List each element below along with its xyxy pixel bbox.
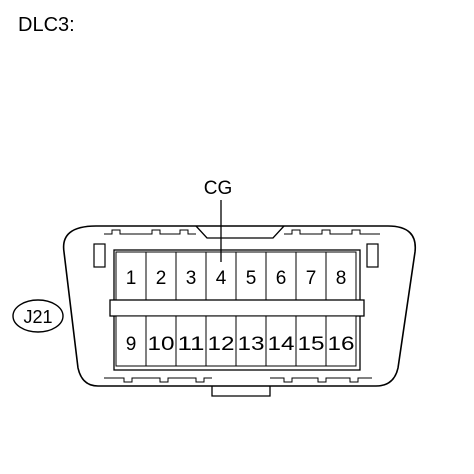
connector-id-label: J21 <box>23 307 52 327</box>
top-serration <box>104 229 380 235</box>
pin-label-15: 15 <box>298 334 325 355</box>
pin-cell-11 <box>175 315 207 367</box>
pin-label-13: 13 <box>238 334 265 355</box>
pin-cell-14 <box>265 315 297 367</box>
pin-label-9: 9 <box>126 334 137 355</box>
pin-cell-16 <box>325 315 357 367</box>
pin-cell-12 <box>205 315 237 367</box>
connector-id-bubble <box>12 299 64 333</box>
left-latch-slot <box>93 243 106 268</box>
pin-label-10: 10 <box>148 334 175 355</box>
bottom-key-tab <box>211 386 271 397</box>
pin-cell-3 <box>175 251 207 301</box>
pin-cell-9 <box>115 315 147 367</box>
pin-label-2: 2 <box>156 268 167 289</box>
pin-row-bottom <box>115 315 357 367</box>
pin-cell-6 <box>265 251 297 301</box>
right-latch-slot <box>366 243 379 268</box>
pin-label-16: 16 <box>328 334 355 355</box>
pin-label-6: 6 <box>276 268 287 289</box>
diagram-title: DLC3: <box>18 14 75 36</box>
pin-label-14: 14 <box>268 334 296 355</box>
pin-label-4: 4 <box>216 268 227 289</box>
pin-label-12: 12 <box>208 334 235 355</box>
callout-label: CG <box>204 178 233 199</box>
pin-label-3: 3 <box>186 268 197 289</box>
top-key-notch <box>195 225 285 239</box>
pin-label-8: 8 <box>336 268 347 289</box>
pin-label-5: 5 <box>246 268 257 289</box>
pin-label-7: 7 <box>306 268 317 289</box>
pin-cell-13 <box>235 315 267 367</box>
pin-label-1: 1 <box>126 268 137 289</box>
pin-label-11: 11 <box>178 334 205 355</box>
bottom-serration <box>104 377 372 383</box>
connector-body <box>62 225 417 387</box>
pin-row-top <box>115 251 357 301</box>
pin-cell-10 <box>145 315 177 367</box>
pin-cell-8 <box>325 251 357 301</box>
center-divider-bar <box>109 299 365 317</box>
pin-cell-1 <box>115 251 147 301</box>
